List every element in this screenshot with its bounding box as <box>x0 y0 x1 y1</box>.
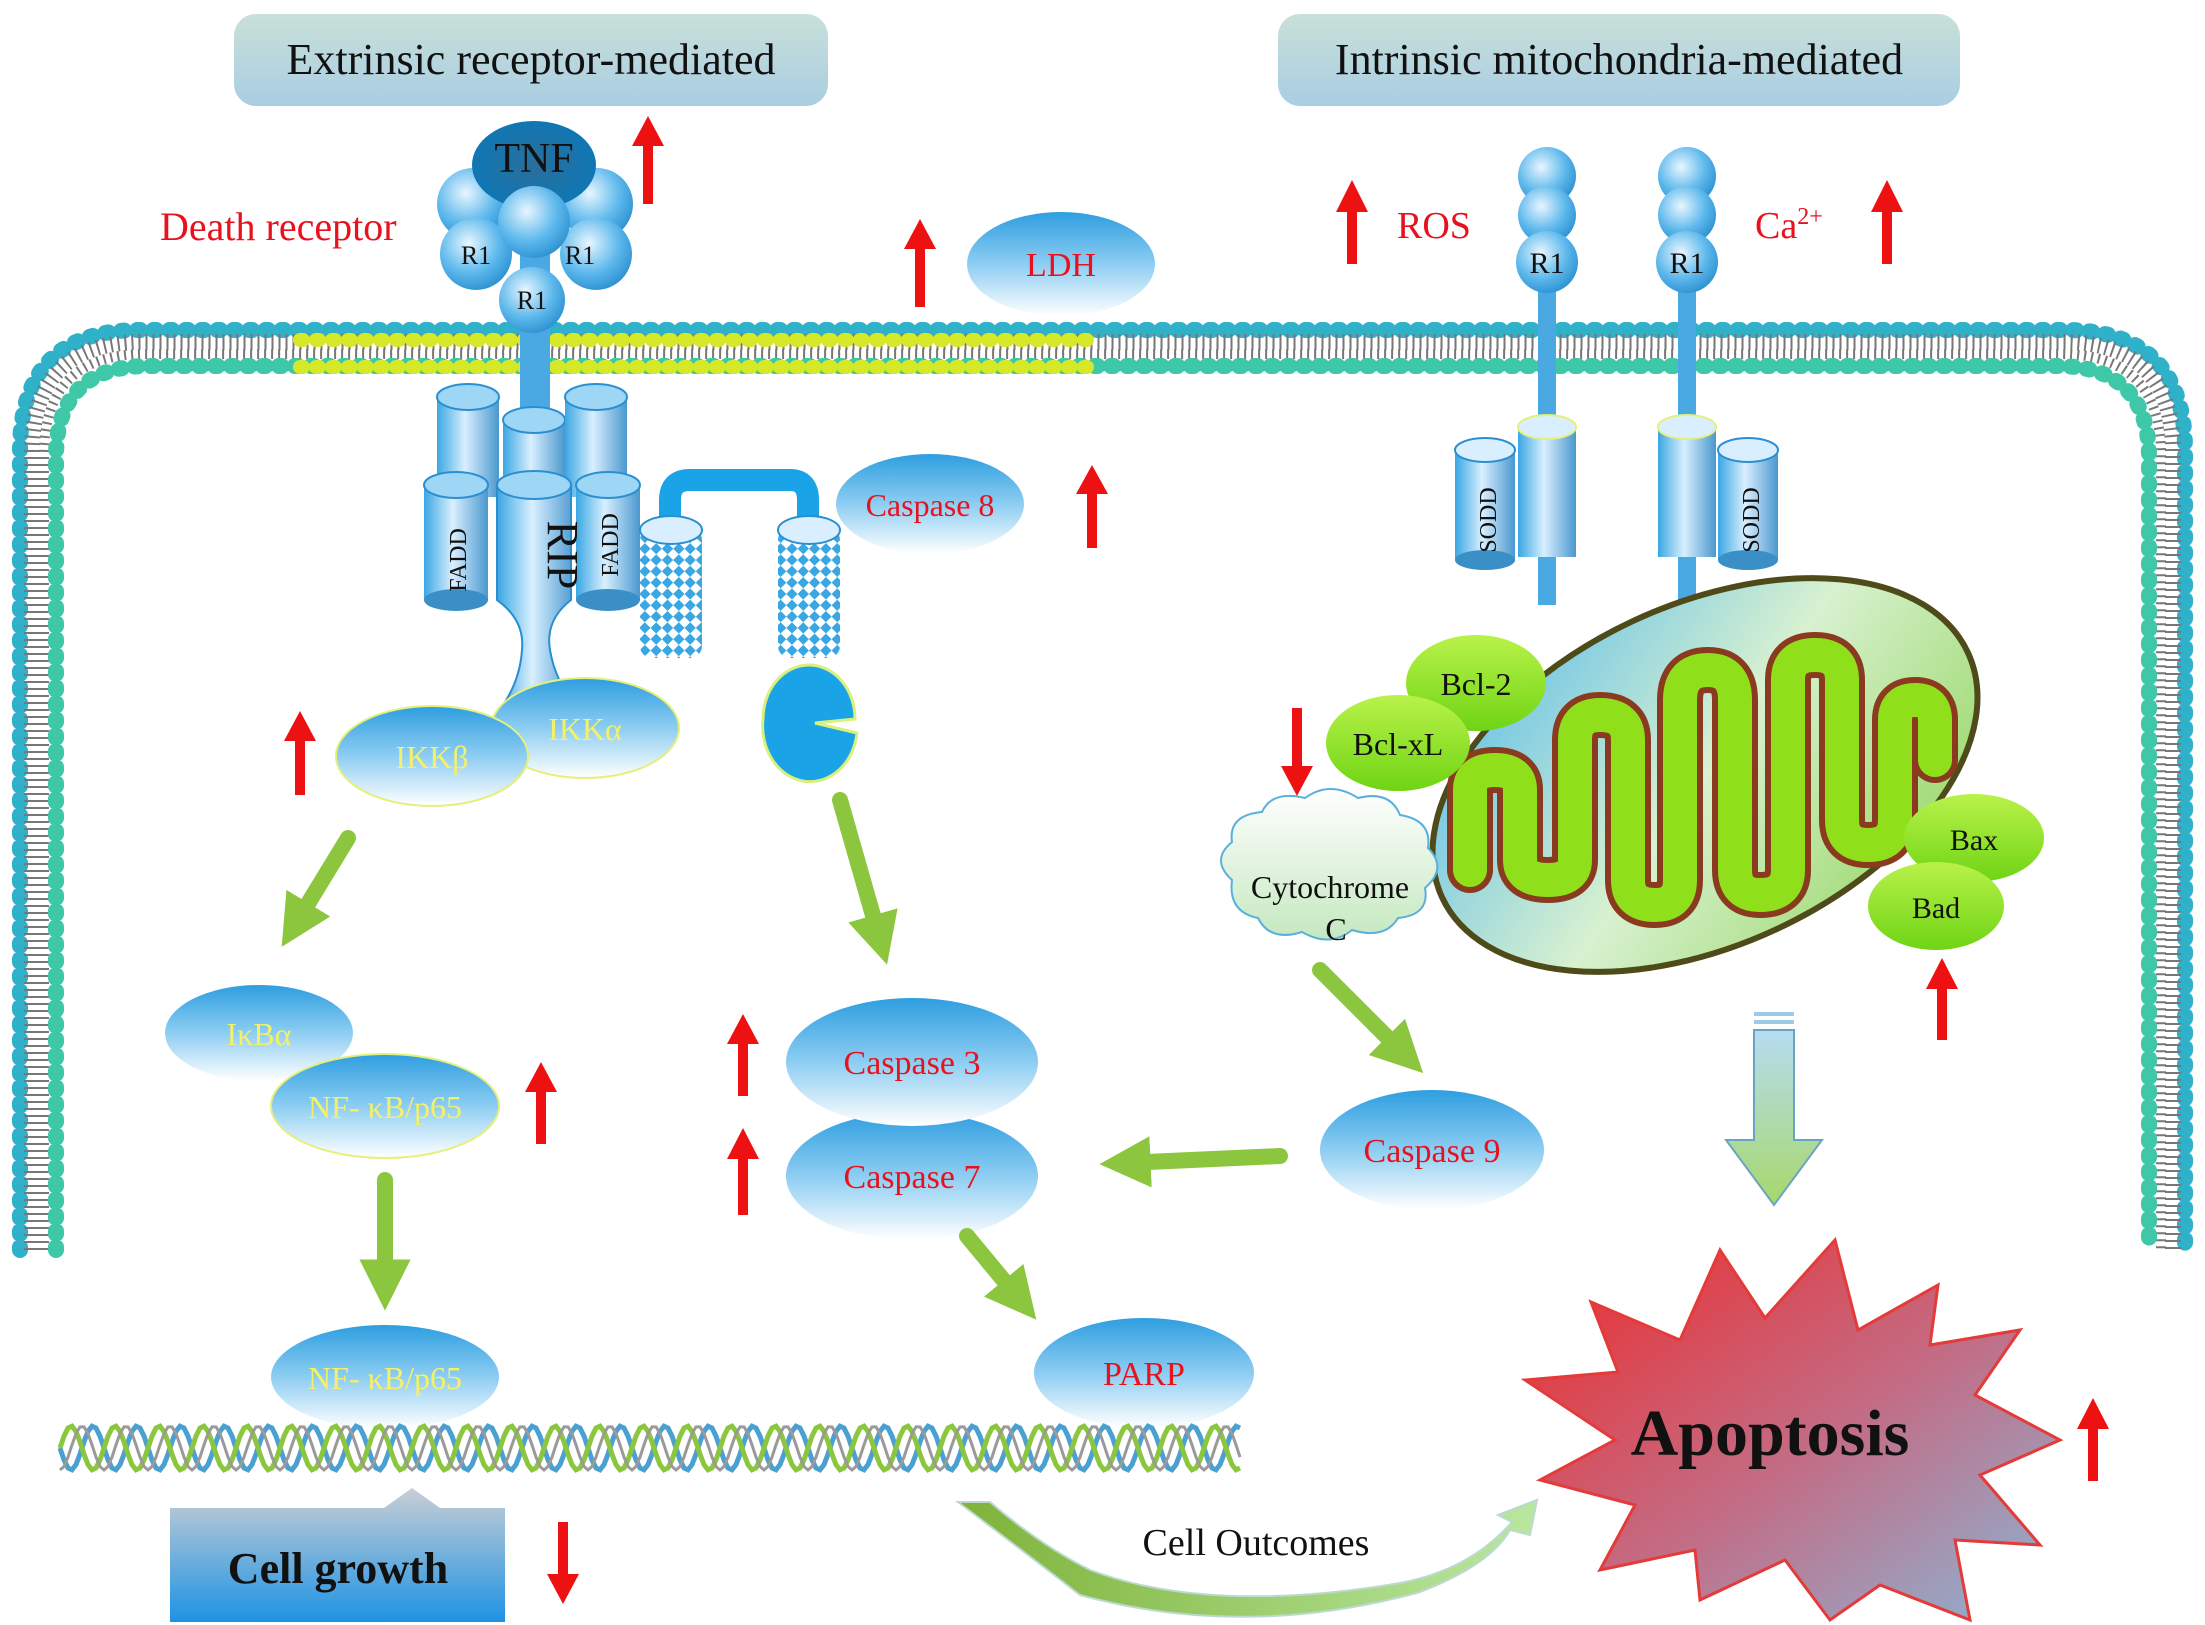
svg-text:SODD: SODD <box>1476 487 1502 552</box>
rip-protein: RIP <box>496 470 587 706</box>
r1-label-left: R1 <box>461 241 491 270</box>
apoptosis-label: Apoptosis <box>1631 1397 1910 1470</box>
up-arrow-caspase8 <box>1076 465 1108 548</box>
up-arrow-ldh <box>904 219 936 307</box>
down-arrow-cell-growth <box>547 1522 579 1604</box>
svg-text:Caspase 7: Caspase 7 <box>844 1159 981 1196</box>
up-arrow-caspase3 <box>727 1014 759 1096</box>
fadd-left: FADD <box>423 471 489 611</box>
bax-protein: Bax <box>1904 794 2044 882</box>
svg-text:Bcl-xL: Bcl-xL <box>1353 726 1444 762</box>
intrinsic-receptor-right: R1 SODD <box>1656 147 1779 605</box>
svg-text:PARP: PARP <box>1103 1356 1185 1393</box>
caspase8-node: Caspase 8 <box>836 454 1024 554</box>
caspase9-node: Caspase 9 <box>1320 1090 1544 1210</box>
down-arrow-bcl <box>1281 708 1313 796</box>
apoptosis-burst: Apoptosis <box>1520 1236 2064 1623</box>
cell-growth-box: Cell growth <box>170 1488 505 1622</box>
dna-helix <box>57 1423 1242 1473</box>
calcium-label: Ca2+ <box>1755 204 1823 247</box>
intrinsic-header-label: Intrinsic mitochondria-mediated <box>1335 35 1903 84</box>
svg-text:SODD: SODD <box>1739 487 1765 552</box>
svg-text:Caspase 3: Caspase 3 <box>844 1045 981 1082</box>
svg-text:Caspase 9: Caspase 9 <box>1364 1133 1501 1170</box>
death-receptor-label: Death receptor <box>160 204 397 249</box>
arrow-cytochrome-to-caspase9 <box>1312 962 1424 1074</box>
arrow-caspase7-to-parp <box>959 1228 1037 1320</box>
extrinsic-header: Extrinsic receptor-mediated <box>234 14 828 106</box>
bclxl-protein: Bcl-xL <box>1326 695 1470 791</box>
up-arrow-tnf <box>632 116 664 204</box>
bad-protein: Bad <box>1868 862 2004 950</box>
fadd-right: FADD <box>575 471 641 611</box>
intrinsic-header: Intrinsic mitochondria-mediated <box>1278 14 1960 106</box>
ikk-alpha-node: IKKα <box>490 677 680 779</box>
svg-text:NF- κB/p65: NF- κB/p65 <box>308 1089 462 1125</box>
rip-label: RIP <box>538 521 587 589</box>
up-arrow-calcium <box>1871 180 1903 264</box>
cell-outcomes-label: Cell Outcomes <box>1143 1522 1370 1564</box>
up-arrow-nfkb <box>525 1062 557 1144</box>
svg-text:IKKα: IKKα <box>548 711 622 747</box>
extrinsic-header-label: Extrinsic receptor-mediated <box>286 35 775 84</box>
sodd-right: SODD <box>1717 437 1779 570</box>
caspase8-procomplex <box>639 469 859 784</box>
svg-text:Bax: Bax <box>1950 824 1998 857</box>
svg-text:Bad: Bad <box>1912 892 1960 925</box>
svg-text:IκBα: IκBα <box>227 1016 292 1052</box>
cell-outcomes-arrow: Cell Outcomes <box>955 1498 1539 1618</box>
svg-text:Bcl-2: Bcl-2 <box>1440 666 1511 702</box>
svg-text:FADD: FADD <box>446 528 472 592</box>
tnf-ligand <box>472 121 596 209</box>
svg-text:C: C <box>1325 911 1346 947</box>
r1-label-right: R1 <box>565 241 595 270</box>
ldh-node: LDH <box>967 212 1155 316</box>
nfkb-nuclear-node: NF- κB/p65 <box>271 1325 499 1429</box>
svg-text:R1: R1 <box>1529 247 1564 280</box>
cell-membrane <box>12 322 2193 1258</box>
tnf-receptor-complex: TNF R1 R1 R1 <box>437 121 633 420</box>
ikb-alpha-node: IκBα <box>165 985 353 1081</box>
up-arrow-ikk <box>284 711 316 795</box>
cytochrome-c: Cytochrome C <box>1220 788 1439 947</box>
svg-text:LDH: LDH <box>1026 247 1096 284</box>
parp-node: PARP <box>1034 1318 1254 1428</box>
svg-text:Caspase 8: Caspase 8 <box>866 487 995 523</box>
tnf-label: TNF <box>494 136 573 182</box>
nfkb-cytoplasmic-node: NF- κB/p65 <box>270 1053 500 1159</box>
up-arrow-bax-bad <box>1926 958 1958 1040</box>
mitochondria-to-apoptosis-arrow <box>1724 1012 1824 1207</box>
regulation-arrows <box>284 116 2109 1604</box>
pathway-arrows <box>281 792 1424 1320</box>
caspase7-node: Caspase 7 <box>786 1112 1038 1240</box>
up-arrow-apoptosis <box>2077 1398 2109 1481</box>
arrow-ikk-to-ikb <box>281 830 356 947</box>
sodd-left: SODD <box>1454 437 1516 570</box>
svg-text:Cytochrome: Cytochrome <box>1251 869 1409 905</box>
cell-growth-label: Cell growth <box>228 1544 448 1593</box>
svg-text:IKKβ: IKKβ <box>395 739 468 775</box>
up-arrow-caspase7 <box>727 1128 759 1215</box>
svg-text:NF- κB/p65: NF- κB/p65 <box>308 1360 462 1396</box>
up-arrow-ros <box>1336 180 1368 264</box>
arrow-caspase9-to-caspase7 <box>1099 1136 1288 1188</box>
svg-text:FADD: FADD <box>598 513 624 577</box>
mitochondrion <box>1429 575 1981 975</box>
ros-label: ROS <box>1397 205 1471 247</box>
svg-text:R1: R1 <box>1669 247 1704 280</box>
r1-label-bottom: R1 <box>517 286 547 315</box>
ikk-beta-node: IKKβ <box>335 705 529 807</box>
caspase3-node: Caspase 3 <box>786 998 1038 1126</box>
arrow-caspase8-to-caspase3 <box>832 792 898 965</box>
adaptor-cylinders: FADD FADD RIP <box>423 383 641 706</box>
intrinsic-receptor-left: R1 SODD <box>1454 147 1578 605</box>
